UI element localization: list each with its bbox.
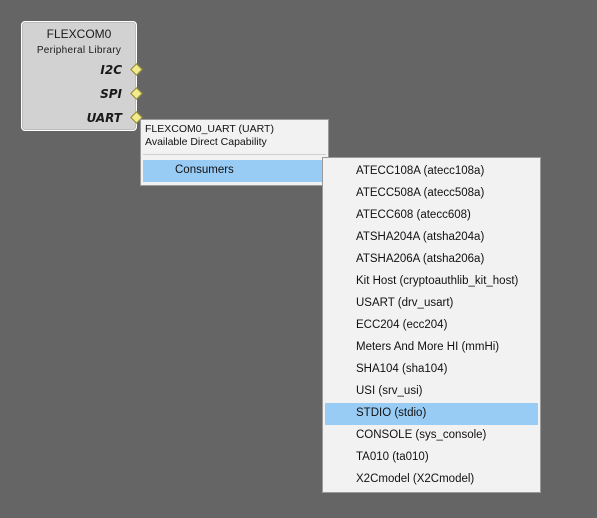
submenu-item-usart[interactable]: USART (drv_usart) — [356, 297, 454, 309]
context-menu-header-subtitle: Available Direct Capability — [145, 136, 267, 148]
submenu-item-ta010[interactable]: TA010 (ta010) — [356, 451, 429, 463]
submenu-item-usi[interactable]: USI (srv_usi) — [356, 385, 423, 397]
consumers-submenu: ATECC108A (atecc108a) ATECC508A (atecc50… — [322, 157, 541, 493]
submenu-item-sha104[interactable]: SHA104 (sha104) — [356, 363, 448, 375]
component-subtitle: Peripheral Library — [36, 45, 122, 56]
submenu-item-kit-host[interactable]: Kit Host (cryptoauthlib_kit_host) — [356, 275, 519, 287]
submenu-item-meters-and-more-hi[interactable]: Meters And More HI (mmHi) — [356, 341, 500, 353]
port-label-uart: UART — [86, 111, 122, 125]
submenu-item-atecc108a[interactable]: ATECC108A (atecc108a) — [356, 165, 485, 177]
port-label-i2c: I2C — [100, 63, 122, 77]
submenu-item-console[interactable]: CONSOLE (sys_console) — [356, 429, 487, 441]
port-label-spi: SPI — [100, 87, 122, 101]
context-menu-separator — [143, 154, 326, 155]
submenu-item-x2cmodel[interactable]: X2Cmodel (X2Cmodel) — [356, 473, 475, 485]
submenu-item-atsha204a[interactable]: ATSHA204A (atsha204a) — [356, 231, 485, 243]
context-menu: FLEXCOM0_UART (UART) Available Direct Ca… — [140, 119, 329, 186]
component-title: FLEXCOM0 — [46, 27, 112, 41]
submenu-item-atsha206a[interactable]: ATSHA206A (atsha206a) — [356, 253, 485, 265]
submenu-item-stdio[interactable]: STDIO (stdio) — [325, 403, 538, 425]
menu-item-consumers[interactable]: Consumers › — [143, 160, 328, 182]
submenu-item-ecc204[interactable]: ECC204 (ecc204) — [356, 319, 448, 331]
submenu-item-atecc608[interactable]: ATECC608 (atecc608) — [356, 209, 471, 221]
context-menu-header-title: FLEXCOM0_UART (UART) — [145, 123, 274, 135]
flexcom0-component-block[interactable]: FLEXCOM0 Peripheral Library I2C SPI UART — [21, 21, 137, 131]
menu-item-label: Consumers — [175, 164, 234, 176]
submenu-item-atecc508a[interactable]: ATECC508A (atecc508a) — [356, 187, 485, 199]
